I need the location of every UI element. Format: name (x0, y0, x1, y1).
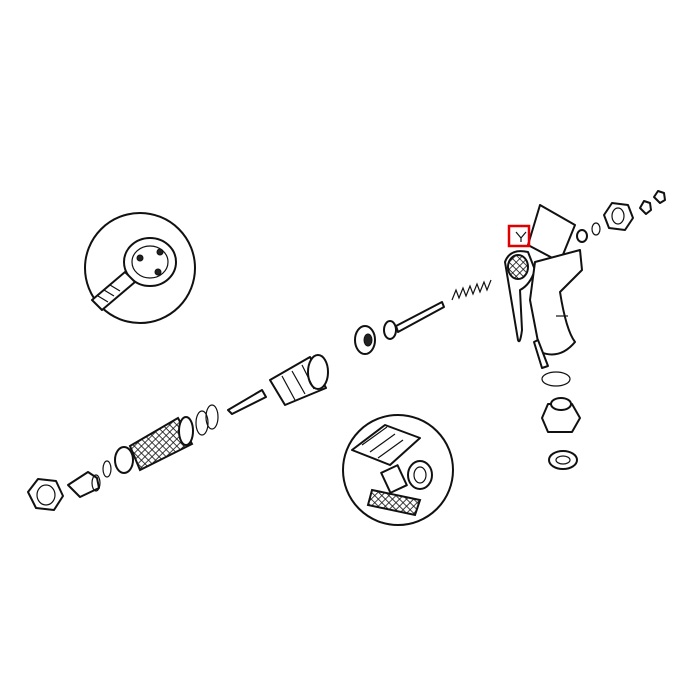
part-spring (451, 279, 492, 301)
part-lock-nut (27, 478, 64, 511)
part-packing-nut (603, 202, 634, 231)
part-gun-body (504, 204, 583, 369)
part-knurled-barrel (114, 416, 194, 474)
highlight-box (507, 224, 531, 248)
part-trigger-pin (515, 231, 527, 242)
part-small-nut-b (653, 190, 666, 204)
part-needle-rod (383, 301, 445, 340)
part-washer-a (576, 229, 588, 243)
part-snap-ring-small (102, 460, 112, 478)
part-retaining-rings (195, 404, 219, 436)
part-seal-washer (354, 325, 376, 355)
part-nozzle-tip (67, 471, 101, 498)
detail-inset-valve-seat (84, 212, 196, 324)
part-inlet-fitting (541, 397, 581, 433)
detail-inset-trigger-mechanism (342, 414, 454, 526)
part-o-ring-small (591, 222, 601, 236)
part-small-nut-a (639, 200, 652, 215)
part-o-ring-large (541, 371, 571, 387)
part-valve-body (269, 354, 329, 406)
part-base-washer (548, 450, 578, 470)
part-needle-tip (227, 389, 267, 415)
